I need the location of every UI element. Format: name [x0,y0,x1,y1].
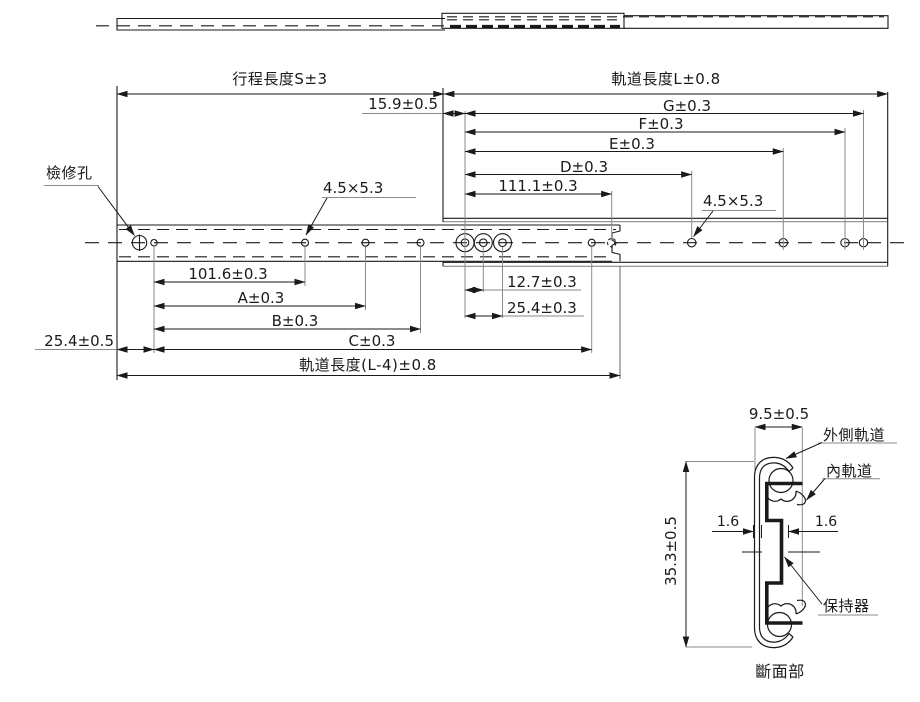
hole-slot-left-label: 4.5×5.3 [323,179,384,197]
dim-d-label: D±0.3 [560,157,608,176]
rail-length-dim-label: 軌道長度L±0.8 [611,70,721,88]
stroke-length-dim-label: 行程長度S±3 [232,70,328,88]
top-view [96,12,889,31]
thickness-right-label: 1.6 [814,514,838,530]
dim-254a-label: 25.4±0.5 [44,332,114,350]
dim-111-label: 111.1±0.3 [498,177,578,195]
dim-b-label: B±0.3 [271,311,319,330]
outer-rail-callout: 外側軌道 [823,426,886,444]
dim-g-label: G±0.3 [662,96,712,115]
dim-c-label: C±0.3 [348,332,396,350]
inner-rail-callout: 內軌道 [826,461,873,480]
thickness-left-label: 1.6 [716,514,740,530]
dim-254b-label: 25.4±0.3 [507,298,577,317]
inspection-hole-label: 檢修孔 [46,164,93,182]
dim-e-label: E±0.3 [609,134,655,153]
section-view [742,456,820,649]
section-title: 斷面部 [755,662,805,681]
dimension-lines [116,90,889,648]
retainer-callout: 保持器 [823,596,870,615]
section-width-label: 9.5±0.5 [748,404,810,423]
dim-1016-label: 101.6±0.3 [188,264,268,283]
outer-rail-length-label: 軌道長度(L-4)±0.8 [299,355,437,374]
leader-lines [97,186,826,605]
side-view-rails [85,86,905,380]
dim-127-label: 12.7±0.3 [507,272,577,291]
extension-lines [35,110,897,648]
hole-slot-right-label: 4.5×5.3 [703,192,764,210]
dim-a-label: A±0.3 [237,288,285,307]
dim-f-label: F±0.3 [638,115,684,133]
end-offset-dim-label: 15.9±0.5 [368,95,438,113]
section-height-label: 35.3±0.5 [662,516,681,586]
